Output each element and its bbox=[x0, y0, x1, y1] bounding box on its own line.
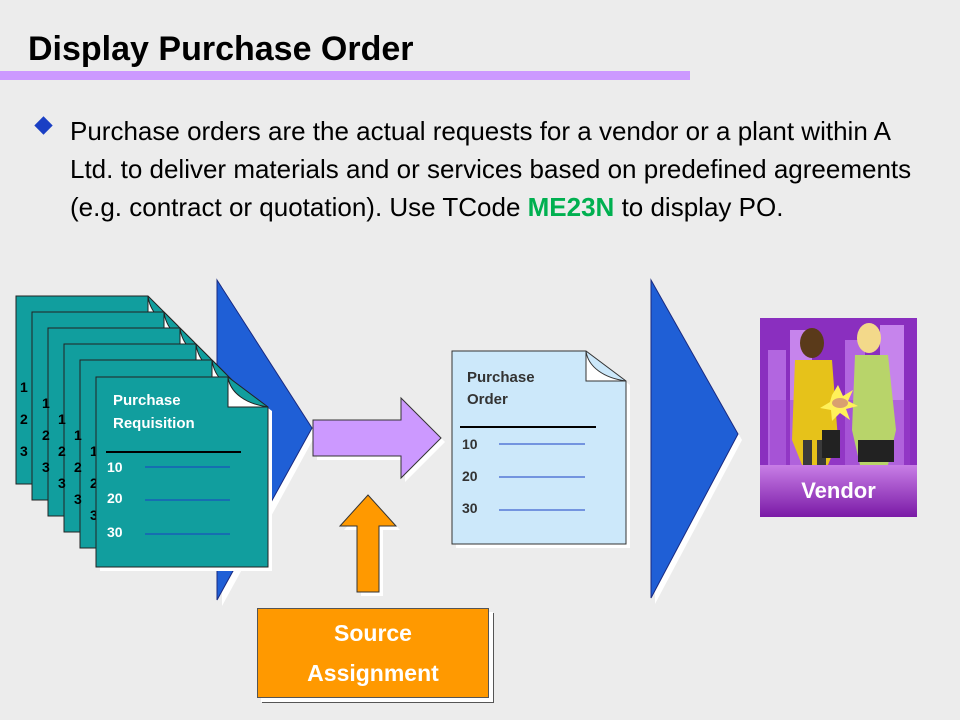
source-assignment-line2: Assignment bbox=[307, 660, 439, 686]
stack-fragment-13: 1 bbox=[90, 443, 98, 459]
stack-fragment-6: 3 bbox=[42, 459, 50, 475]
stack-fragment-15: 3 bbox=[90, 507, 98, 523]
stack-fragment-3: 3 bbox=[20, 443, 28, 459]
requisition-title-line2: Requisition bbox=[113, 415, 195, 432]
stack-fragment-4: 1 bbox=[42, 395, 50, 411]
stack-fragment-7: 1 bbox=[58, 411, 66, 427]
slide-title: Display Purchase Order bbox=[28, 30, 414, 68]
vendor-label: Vendor bbox=[760, 465, 917, 517]
requisition-item-30: 30 bbox=[107, 524, 123, 540]
vendor-handshake-illustration bbox=[760, 318, 917, 465]
requisition-item-10: 10 bbox=[107, 459, 123, 475]
stack-fragment-11: 2 bbox=[74, 459, 82, 475]
stack-fragment-1: 1 bbox=[20, 379, 28, 395]
stack-fragment-8: 2 bbox=[58, 443, 66, 459]
orange-up-arrow bbox=[338, 494, 400, 596]
po-title-line1: Purchase bbox=[467, 369, 535, 386]
stack-fragment-12: 3 bbox=[74, 491, 82, 507]
bullet-text-main: Purchase orders are the actual requests … bbox=[70, 116, 912, 222]
diamond-bullet-icon bbox=[34, 116, 53, 135]
source-assignment-line1: Source bbox=[334, 620, 412, 646]
stack-fragment-2: 2 bbox=[20, 411, 28, 427]
stack-fragment-10: 1 bbox=[74, 427, 82, 443]
bullet-text: Purchase orders are the actual requests … bbox=[70, 112, 920, 226]
po-title-line2: Order bbox=[467, 391, 508, 408]
purchase-order-doc: Purchase Order 10 20 30 bbox=[451, 350, 630, 548]
stack-fragment-9: 3 bbox=[58, 475, 66, 491]
title-underline bbox=[0, 71, 690, 80]
purchase-requisition-doc: Purchase Requisition 10 20 30 bbox=[95, 376, 272, 571]
stack-fragment-14: 2 bbox=[90, 475, 98, 491]
blue-triangle-right bbox=[650, 278, 742, 604]
po-item-10: 10 bbox=[462, 436, 478, 452]
bullet-text-end: to display PO. bbox=[614, 192, 784, 222]
purchase-flow-diagram: 1 2 3 1 2 3 1 2 3 1 2 3 1 2 3 Purchase R… bbox=[15, 278, 917, 606]
po-item-30: 30 bbox=[462, 500, 478, 516]
requisition-title-line1: Purchase bbox=[113, 392, 181, 409]
po-item-20: 20 bbox=[462, 468, 478, 484]
purple-arrow bbox=[312, 396, 445, 482]
requisition-item-20: 20 bbox=[107, 490, 123, 506]
stack-fragment-5: 2 bbox=[42, 427, 50, 443]
source-assignment-box: Source Assignment bbox=[257, 608, 489, 698]
tcode-highlight: ME23N bbox=[527, 192, 615, 222]
